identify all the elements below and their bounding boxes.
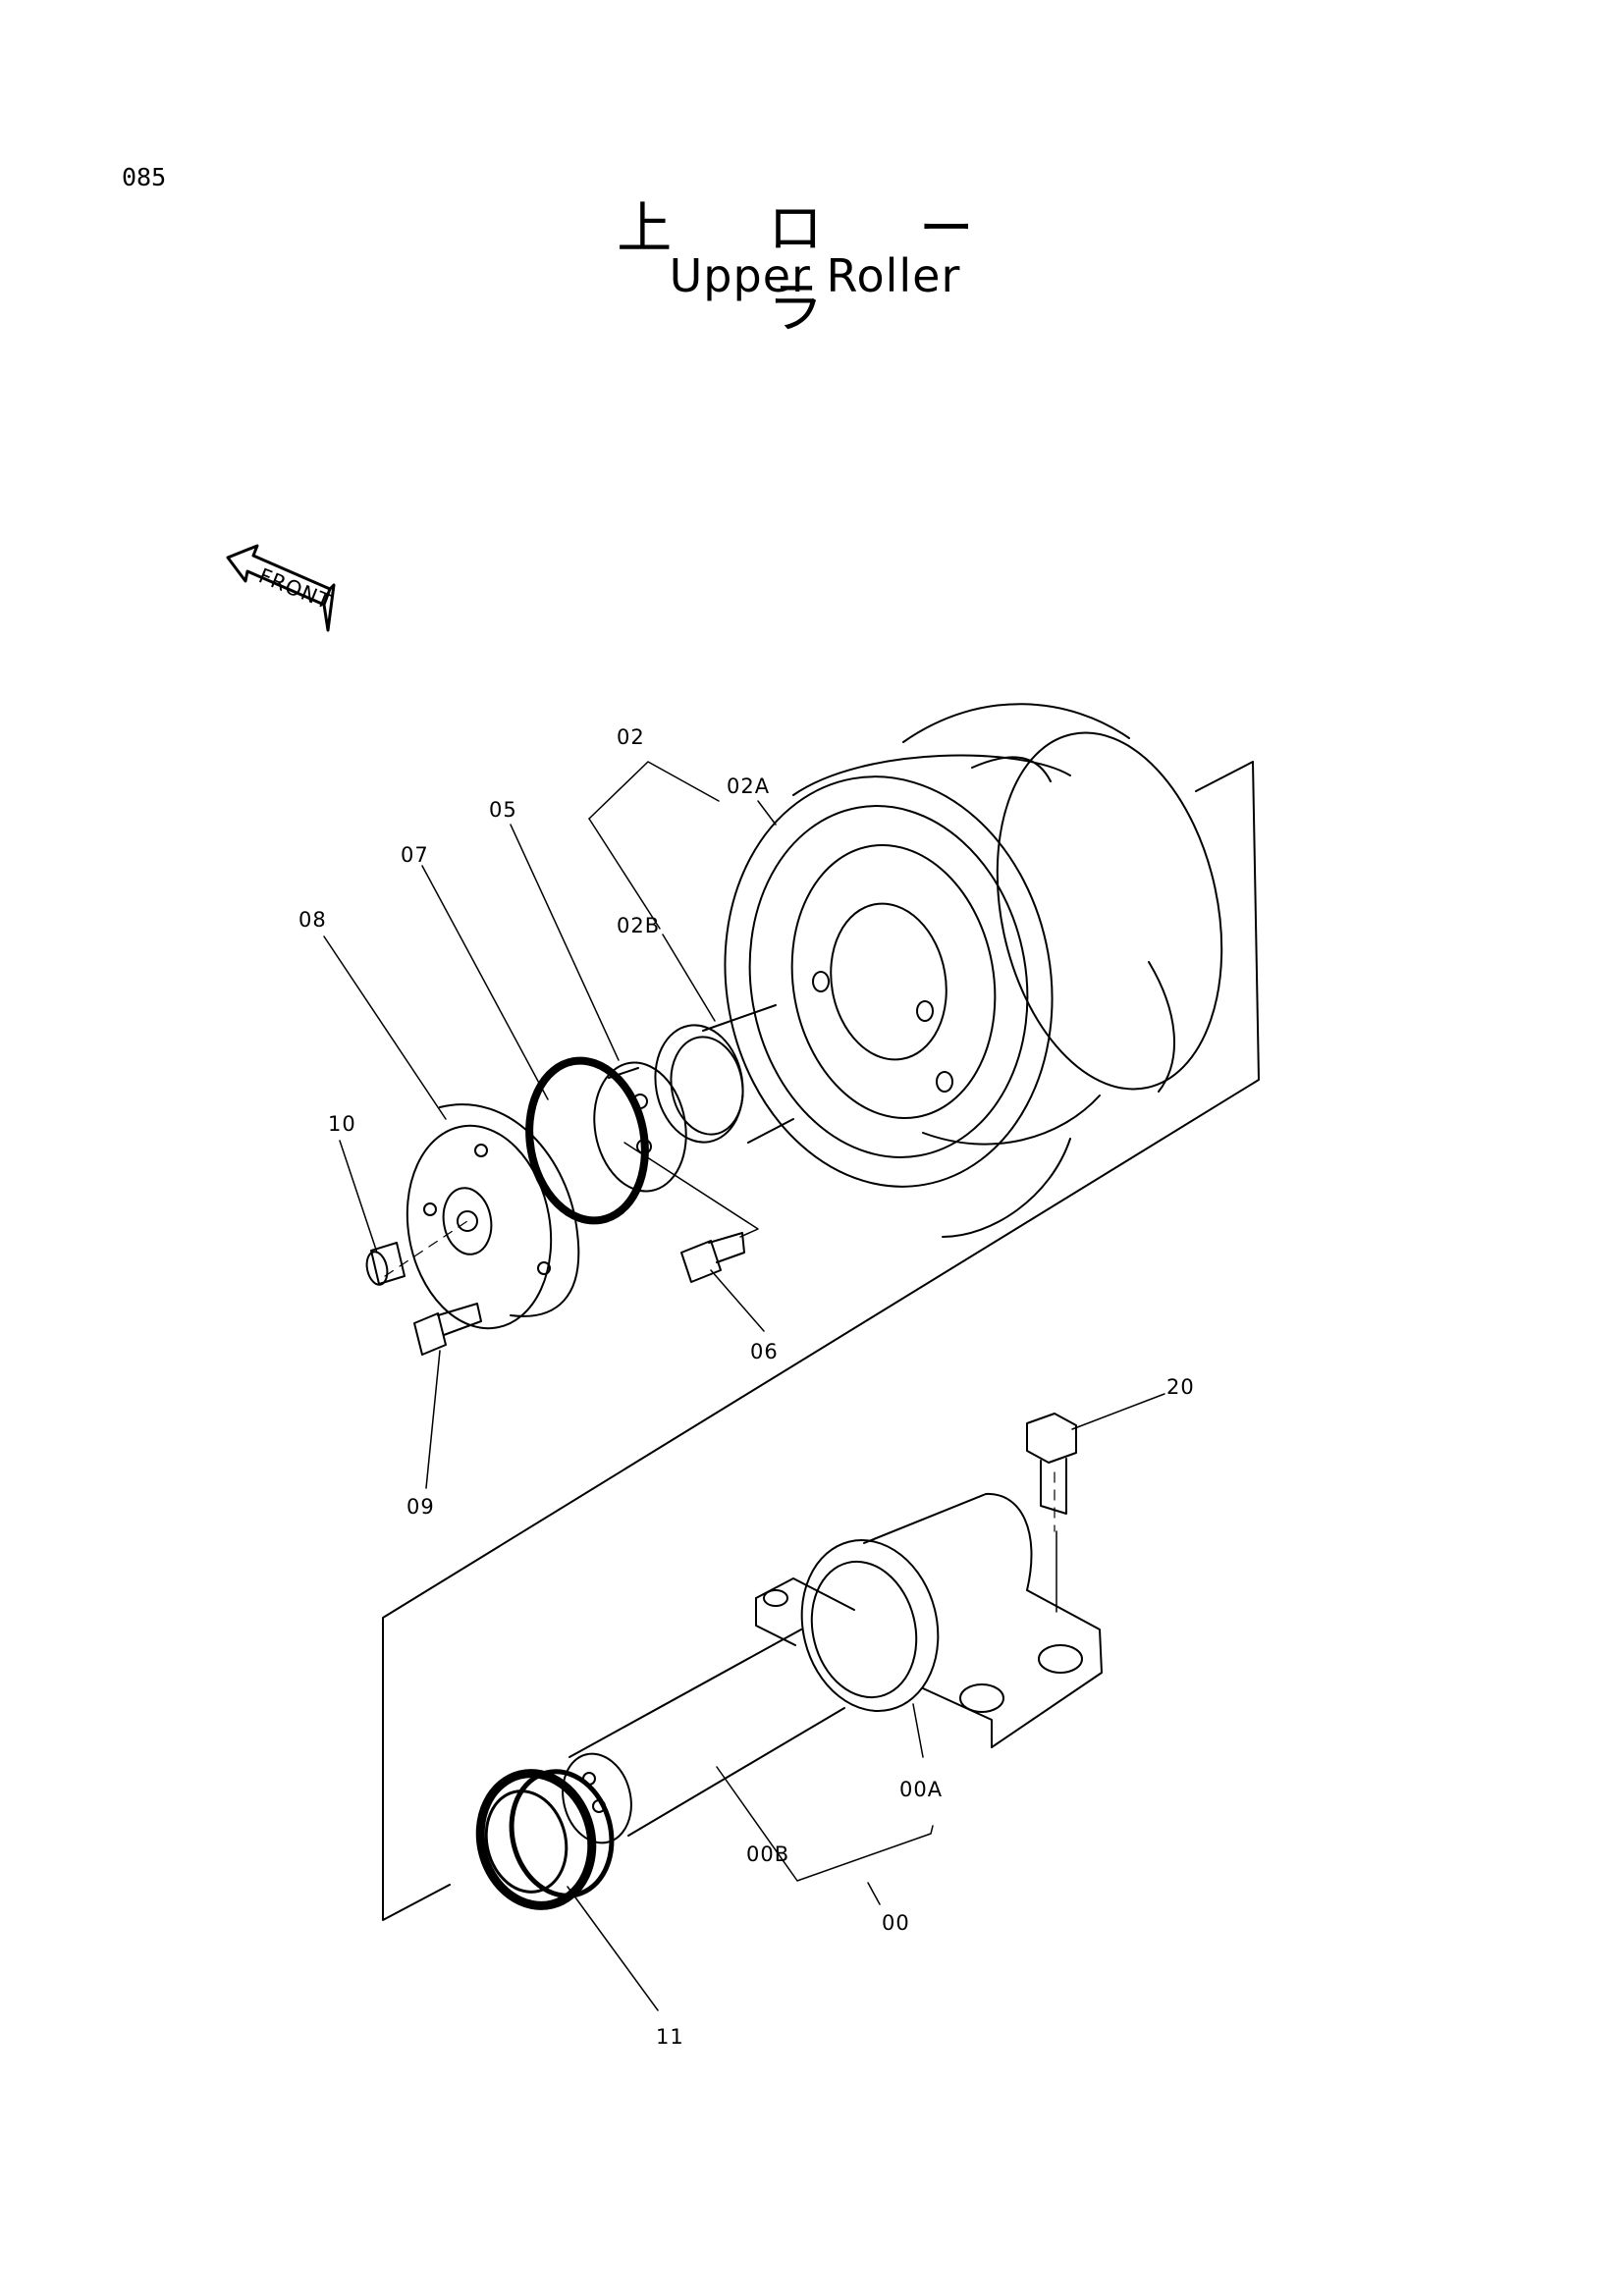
label-00b: 00B: [746, 1842, 789, 1866]
assembly-frame: [382, 761, 1260, 1921]
front-label: FRONT: [255, 563, 334, 614]
label-00: 00: [882, 1911, 910, 1935]
label-02b: 02B: [617, 914, 660, 937]
bracket-housing-00a: [755, 1492, 1103, 1748]
label-00a: 00A: [899, 1778, 943, 1801]
title-english: Upper Roller: [669, 249, 961, 302]
label-08: 08: [298, 908, 327, 932]
label-02: 02: [617, 725, 645, 749]
label-10: 10: [328, 1112, 356, 1136]
shaft-02b: [654, 1004, 794, 1144]
title-japanese: 上 ロ ー ラ: [617, 197, 1013, 341]
seal-11: [475, 1769, 615, 1910]
bolt-20: [1026, 1413, 1077, 1515]
label-05: 05: [489, 798, 517, 822]
label-06: 06: [750, 1340, 779, 1363]
label-20: 20: [1166, 1375, 1195, 1399]
label-11: 11: [656, 2025, 684, 2049]
label-07: 07: [401, 843, 429, 867]
centre-lines: [384, 1220, 1056, 1532]
roller-flange-02a: [724, 703, 1223, 1238]
bolt-09: [413, 1303, 482, 1356]
label-02a: 02A: [727, 774, 770, 798]
o-ring-07: [525, 1056, 649, 1225]
page-number: 085: [122, 163, 167, 191]
front-arrow-icon: [226, 544, 336, 632]
plug-10: [365, 1242, 406, 1286]
label-09: 09: [406, 1495, 435, 1519]
leader-lines: [323, 761, 1165, 2011]
part-labels: 02 02A 02B 05 07 08 10 06 09 20 00A 00B …: [255, 563, 1195, 2049]
bolt-06: [680, 1232, 745, 1283]
shaft-00b: [562, 1629, 845, 1844]
cover-08: [406, 1103, 580, 1330]
